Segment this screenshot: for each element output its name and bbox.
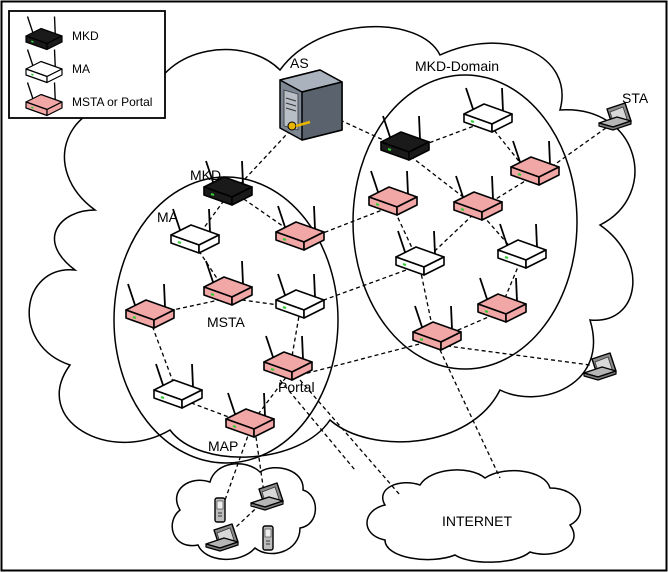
msta-label: MSTA <box>207 314 246 330</box>
mkd-label: MKD <box>190 167 221 183</box>
portal-label: Portal <box>278 379 315 395</box>
legend-label-ma: MA <box>72 62 90 76</box>
sta-label: STA <box>622 90 649 106</box>
internet-cloud <box>366 469 581 563</box>
legend: MKD MA MSTA or Portal <box>8 10 166 119</box>
key-icon <box>287 120 311 131</box>
ma-label: MA <box>157 209 179 225</box>
legend-label-mkd: MKD <box>72 29 99 43</box>
as-label: AS <box>290 55 309 71</box>
mkd-domain-label: MKD-Domain <box>415 58 499 74</box>
client-cloud <box>171 463 317 561</box>
server-icon <box>279 69 343 141</box>
phone-icon <box>262 525 274 551</box>
internet-label: INTERNET <box>442 513 512 529</box>
legend-label-msta-portal: MSTA or Portal <box>72 95 152 109</box>
mesh-cloud <box>28 25 636 458</box>
map-label: MAP <box>208 438 238 454</box>
phone-icon <box>214 497 226 523</box>
